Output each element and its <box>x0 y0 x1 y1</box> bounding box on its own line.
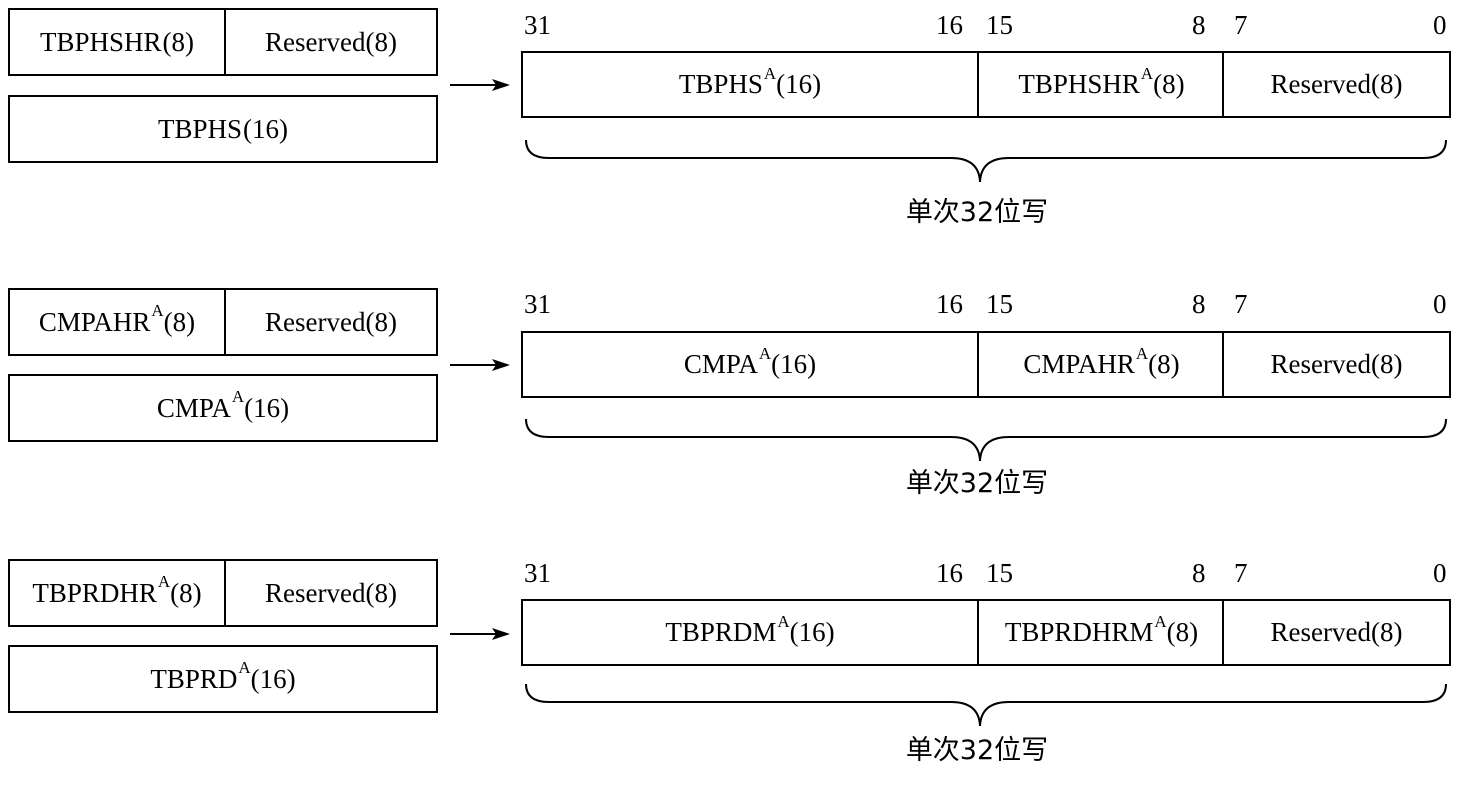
bit-label-0: 0 <box>1433 558 1447 588</box>
bit-label-7: 7 <box>1234 289 1248 319</box>
bit-label-0: 0 <box>1433 289 1447 319</box>
field-bits-7-0: Reserved(8) <box>1222 601 1449 664</box>
bit-label-31: 31 <box>524 10 551 40</box>
bit-label-8: 8 <box>1192 10 1206 40</box>
bit-label-16: 16 <box>936 289 963 319</box>
bit-label-15: 15 <box>986 10 1013 40</box>
field-bits-7-0: Reserved(8) <box>1222 53 1449 116</box>
brace-under-register <box>525 418 1447 462</box>
caption-single-32bit-write: 单次32位写 <box>905 468 1049 499</box>
bit-label-31: 31 <box>524 558 551 588</box>
brace-under-register <box>525 683 1447 727</box>
bit-label-31: 31 <box>524 289 551 319</box>
mapping-arrow <box>450 359 510 371</box>
caption-single-32bit-write: 单次32位写 <box>905 735 1049 766</box>
bit-label-0: 0 <box>1433 10 1447 40</box>
source-register-high-byte: TBPHSHR(8) Reserved(8) <box>8 8 438 76</box>
bit-label-16: 16 <box>936 10 963 40</box>
source-field-hr: TBPHSHR(8) <box>39 26 195 57</box>
bit-label-16: 16 <box>936 558 963 588</box>
bit-label-15: 15 <box>986 289 1013 319</box>
bit-label-15: 15 <box>986 558 1013 588</box>
bit-label-8: 8 <box>1192 558 1206 588</box>
source-register-word: TBPHS(16) <box>8 95 438 163</box>
brace-under-register <box>525 139 1447 183</box>
source-field-reserved: Reserved(8) <box>224 561 436 625</box>
bit-label-8: 8 <box>1192 289 1206 319</box>
field-bits-7-0: Reserved(8) <box>1222 333 1449 396</box>
source-field-reserved: Reserved(8) <box>224 10 436 74</box>
mapping-arrow <box>450 628 510 640</box>
register-group-tbphs: TBPHSHR(8) Reserved(8) TBPHS(16) 31 16 1… <box>0 0 1467 260</box>
caption-single-32bit-write: 单次32位写 <box>905 197 1049 228</box>
mapping-arrow <box>450 79 510 91</box>
bit-label-7: 7 <box>1234 558 1248 588</box>
bit-label-7: 7 <box>1234 10 1248 40</box>
source-field-reserved: Reserved(8) <box>224 290 436 354</box>
